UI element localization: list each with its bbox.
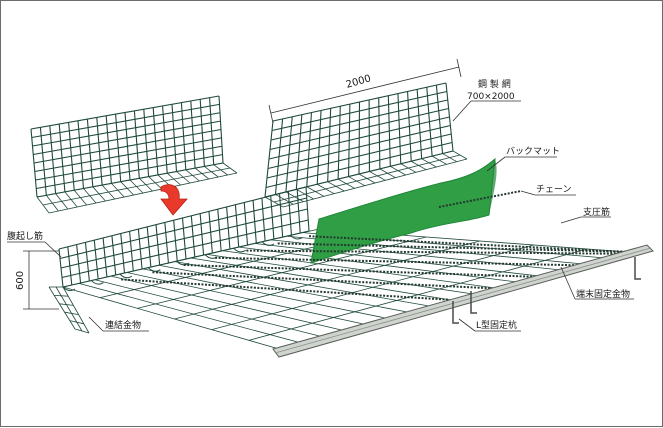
mesh-wire	[36, 155, 222, 189]
chain	[215, 258, 576, 265]
mesh-wire	[33, 113, 221, 146]
mesh-wire	[33, 121, 220, 154]
steel-mesh-label: 鋼 製 網	[478, 78, 511, 90]
mesh-wire	[54, 295, 68, 296]
mesh-wire	[65, 312, 79, 314]
left-mesh-panel	[31, 96, 237, 213]
width-tick	[457, 59, 461, 77]
edge-rail	[273, 245, 653, 357]
chain	[121, 279, 450, 299]
support-bar-leader	[561, 217, 581, 223]
connector-hook	[234, 248, 246, 252]
steel-mesh-leader	[453, 101, 471, 121]
l-stake	[635, 257, 641, 279]
support-bar-label: 支圧筋	[583, 206, 610, 218]
height-dimension-label: 600	[15, 271, 26, 290]
mesh-wire	[34, 130, 221, 164]
connector-leader	[89, 317, 103, 331]
assembly-arrow-icon	[161, 185, 187, 215]
back-mat-label: バックマット	[506, 146, 560, 157]
fold-bar-label: 腹起し筋	[7, 230, 43, 242]
mesh-wire	[31, 96, 219, 129]
edge-fixture-label: 端末固定金物	[576, 288, 630, 300]
chain-leader	[521, 191, 535, 195]
assembly-arrow	[161, 185, 187, 215]
edge-fixture-rail	[273, 245, 653, 357]
l-stake-leader	[459, 319, 475, 331]
mesh-wire	[49, 287, 75, 329]
chain	[184, 265, 534, 277]
mesh-wire	[32, 104, 220, 137]
mesh-wire	[35, 138, 222, 172]
mesh-wire	[63, 287, 89, 333]
mesh-size-label: 700×2000	[467, 92, 515, 102]
mesh-wire	[37, 163, 223, 197]
mesh-wire	[49, 173, 237, 213]
mesh-wire	[56, 287, 82, 331]
width-dimension-label: 2000	[345, 73, 372, 91]
connector-hook	[262, 242, 274, 246]
leader-lines	[7, 59, 634, 331]
width-tick	[269, 105, 273, 123]
connector-label: 連結金物	[105, 319, 141, 331]
chain-label: チェーン	[536, 184, 572, 195]
l-stake-label: L型固定杭	[476, 319, 517, 331]
connector-hook	[120, 274, 132, 278]
